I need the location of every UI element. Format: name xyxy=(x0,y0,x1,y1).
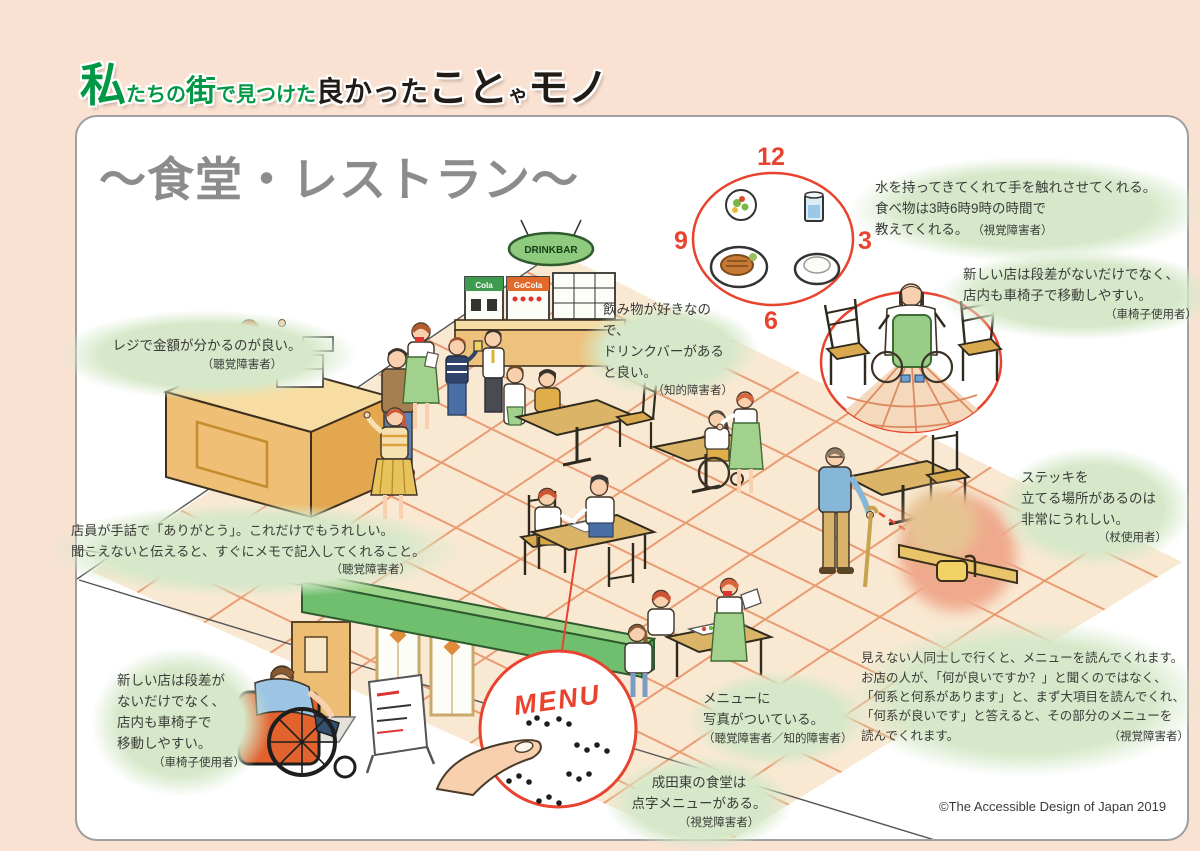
clock-position-plate: 12 3 6 9 xyxy=(674,143,872,335)
bubble-text: 新しい店は段差がないだけでなく、 店内も車椅子で移動しやすい。 xyxy=(963,267,1179,304)
bubble-attribution: （車椅子使用者） xyxy=(153,756,245,769)
standing-waitress xyxy=(402,322,440,429)
bubble-attribution: （知的障害者） xyxy=(652,385,734,398)
bubble-menu-reading: 見えない人同士しで行くと、メニューを読んでくれます。 お店の人が、「何が良いです… xyxy=(845,619,1200,777)
clock-number-9: 9 xyxy=(674,227,688,255)
bubble-text: 見えない人同士しで行くと、メニューを読んでくれます。 お店の人が、「何が良いです… xyxy=(861,651,1186,743)
bubble-attribution: （視覚障害者） xyxy=(972,224,1053,237)
header-seg-ya: ゃ xyxy=(508,84,529,106)
page-title: 〜食堂・レストラン〜 xyxy=(99,153,579,206)
wheelchair-user-back-view xyxy=(870,283,954,384)
drinkbar-sign-label: DRINKBAR xyxy=(524,245,578,256)
bubble-attribution: （車椅子使用者） xyxy=(1105,309,1197,322)
menu-a-board xyxy=(365,673,436,774)
guest-wheelchair-wheel xyxy=(697,456,731,490)
wheelchair-space-inset xyxy=(819,283,1003,434)
striped-top-woman xyxy=(363,407,418,519)
machine-label-cola: Cola xyxy=(475,281,493,290)
clock-number-6: 6 xyxy=(764,307,778,335)
man-reading-braille xyxy=(571,474,615,538)
man-with-cane xyxy=(818,447,874,574)
seated-customer xyxy=(534,369,561,413)
bubble-attribution: （視覚障害者） xyxy=(678,817,760,830)
chair xyxy=(607,543,635,587)
stick-holder-inset xyxy=(898,489,1018,611)
bubble-sign-language: 店員が手話で「ありがとう」。これだけでもうれしい。 聞こえないと伝えると、すぐに… xyxy=(45,503,463,598)
seated-woman xyxy=(647,589,675,636)
left-chair xyxy=(823,298,871,385)
header-seg-machi: 街 xyxy=(186,75,216,108)
bubble-attribution: （視覚障害者） xyxy=(1108,730,1190,743)
rice-plate xyxy=(793,252,841,286)
water-glass xyxy=(804,191,824,222)
stick-callout-line xyxy=(878,511,924,543)
bubble-attribution: （聴覚障害者） xyxy=(201,358,283,371)
clock-number-12: 12 xyxy=(757,143,785,171)
bubble-attribution: （聴覚障害者） xyxy=(330,564,412,577)
bubble-photo-menu: メニューに 写真がついている。 （聴覚障害者／知的障害者） xyxy=(687,670,869,768)
bubble-text: 水を持ってきてくれて手を触れさせてくれる。 食べ物は3時6時9時の時間で 教えて… xyxy=(875,180,1157,237)
drinkbar-sign xyxy=(507,231,595,267)
waitress-showing-menu xyxy=(710,577,762,662)
waiter-white-coat xyxy=(503,365,526,426)
page-header-title: 私 たちの 街 で見つけた 良かった こと ゃ モノ xyxy=(80,62,608,108)
bubble-text: メニューに 写真がついている。 xyxy=(703,691,825,728)
bubble-text: 店員が手話で「ありがとう」。これだけでもうれしい。 聞こえないと伝えると、すぐに… xyxy=(71,523,426,559)
braille-menu-table xyxy=(518,474,658,658)
bubble-new-shop-right: 新しい店は段差がないだけでなく、 店内も車椅子で移動しやすい。 （車椅子使用者） xyxy=(937,250,1200,340)
bubble-text: 飲み物が好きなので、 ドリンクバーがあると良い。 xyxy=(603,301,724,380)
seated-woman xyxy=(624,623,653,697)
header-seg-yokatta: 良かった xyxy=(316,76,429,107)
pointing-finger xyxy=(435,739,542,797)
header-seg-mono: モノ xyxy=(528,66,609,110)
bubble-text: ステッキを 立てる場所があるのは 非常にうれしい。 xyxy=(1021,469,1156,527)
bubble-stick-holder: ステッキを 立てる場所があるのは 非常にうれしい。 （杖使用者） xyxy=(995,447,1193,569)
header-seg-demitsuketa: で見つけた xyxy=(216,84,316,106)
photo-menu-table xyxy=(624,577,775,697)
machine-label-gocola: GoCola xyxy=(514,281,543,290)
bubble-braille-menu: 成田東の食堂は 点字メニューがある。 （視覚障害者） xyxy=(605,755,793,851)
walking-cane xyxy=(863,505,879,588)
bubble-text: 新しい店は段差が ないだけでなく、 店内も車椅子で 移動しやすい。 xyxy=(117,673,225,752)
copyright-notice: ©The Accessible Design of Japan 2019 xyxy=(939,799,1167,814)
header-seg-watashi: 私 xyxy=(80,59,126,111)
braille-menu-inset: MENU xyxy=(435,649,638,809)
main-panel: 〜食堂・レストラン〜 xyxy=(45,115,1200,851)
bubble-attribution: （杖使用者） xyxy=(1098,532,1167,545)
header-seg-tachino: たちの xyxy=(126,84,186,106)
menu-callout-line xyxy=(560,546,578,658)
cane-holder xyxy=(936,560,968,582)
bubble-drink-bar: 飲み物が好きなので、 ドリンクバーがあると良い。 （知的障害者） xyxy=(577,301,759,398)
main-dish-plate xyxy=(709,245,769,289)
braille-dots xyxy=(484,715,610,806)
salad-plate xyxy=(725,189,757,221)
drink-bar-corner: DRINKBAR Cola GoCola xyxy=(445,219,626,416)
bubble-text: 成田東の食堂は 点字メニューがある。 xyxy=(631,775,767,812)
bubble-new-shop-left: 新しい店は段差が ないだけでなく、 店内も車椅子で 移動しやすい。 （車椅子使用… xyxy=(91,647,271,797)
boy-at-drink-bar xyxy=(445,337,483,416)
man-at-drink-bar xyxy=(482,329,505,413)
cane-user-table xyxy=(818,431,972,588)
bubble-water-and-clock: 水を持ってきてくれて手を触れさせてくれる。 食べ物は3時6時9時の時間で 教えて… xyxy=(849,157,1200,262)
header-seg-koto: こと xyxy=(428,66,509,110)
bubble-text: レジで金額が分かるのが良い。 xyxy=(112,337,302,353)
bubble-cash-register: レジで金額が分かるのが良い。 （聴覚障害者） xyxy=(57,310,357,400)
bubble-attribution: （聴覚障害者／知的障害者） xyxy=(703,733,853,746)
